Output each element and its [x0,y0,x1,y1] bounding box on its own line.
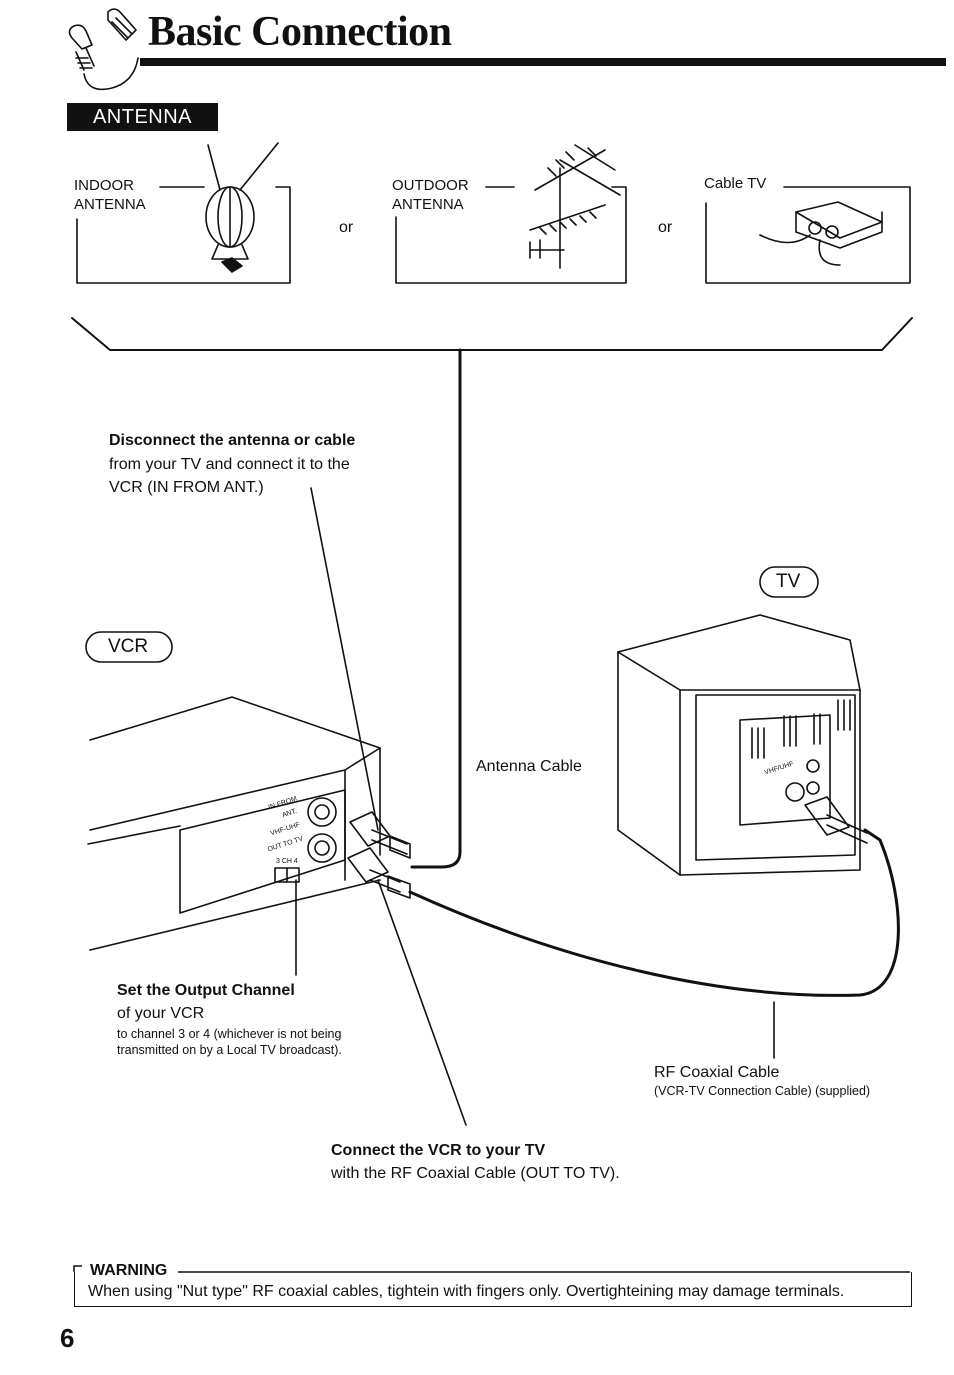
antenna-cable-label: Antenna Cable [476,758,582,775]
vcr-ch-switch-label: 3 CH 4 [276,858,298,865]
tv-illustration [617,614,868,876]
indoor-antenna-icon [205,142,279,273]
title-rule [140,58,946,66]
tv-label-oval [759,566,819,598]
connect-line-1: with the RF Coaxial Cable (OUT TO TV). [331,1165,620,1182]
disconnect-heading: Disconnect the antenna or cable [109,432,356,449]
or-label-2: or [658,219,673,236]
outdoor-antenna-icon [529,144,621,269]
or-label-1: or [339,219,354,236]
rf-cable-label: RF Coaxial Cable [654,1064,780,1081]
disconnect-line-1: from your TV and connect it to the [109,456,350,473]
outdoor-antenna-label-2: ANTENNA [392,196,464,213]
output-channel-line-1: of your VCR [117,1005,205,1022]
section-tag: ANTENNA [67,103,218,131]
disconnect-line-2: VCR (IN FROM ANT.) [109,479,264,496]
indoor-antenna-label-2: ANTENNA [74,196,146,213]
rf-cable-note: (VCR-TV Connection Cable) (supplied) [654,1084,871,1098]
outdoor-antenna-label-1: OUTDOOR [392,177,469,194]
page-number: 6 [60,1323,75,1353]
plug-icon [68,8,139,91]
output-channel-note-2: transmitted on by a Local TV broadcast). [117,1043,342,1057]
connect-heading: Connect the VCR to your TV [331,1142,546,1159]
output-channel-note-1: to channel 3 or 4 (whichever is not bein… [117,1027,342,1041]
output-channel-heading: Set the Output Channel [117,982,295,999]
warning-text: When using "Nut type" RF coaxial cables,… [88,1283,845,1300]
cable-tv-outlet-icon [759,201,883,266]
warning-box [74,1272,912,1307]
warning-title: WARNING [86,1262,172,1280]
vcr-label-oval [85,631,173,663]
vcr-illustration [87,696,411,951]
vcr-label: VCR [108,636,149,657]
indoor-antenna-label-1: INDOOR [74,177,134,194]
cable-tv-label: Cable TV [704,175,767,192]
page-title: Basic Connection [148,9,452,55]
tv-label: TV [776,571,801,592]
